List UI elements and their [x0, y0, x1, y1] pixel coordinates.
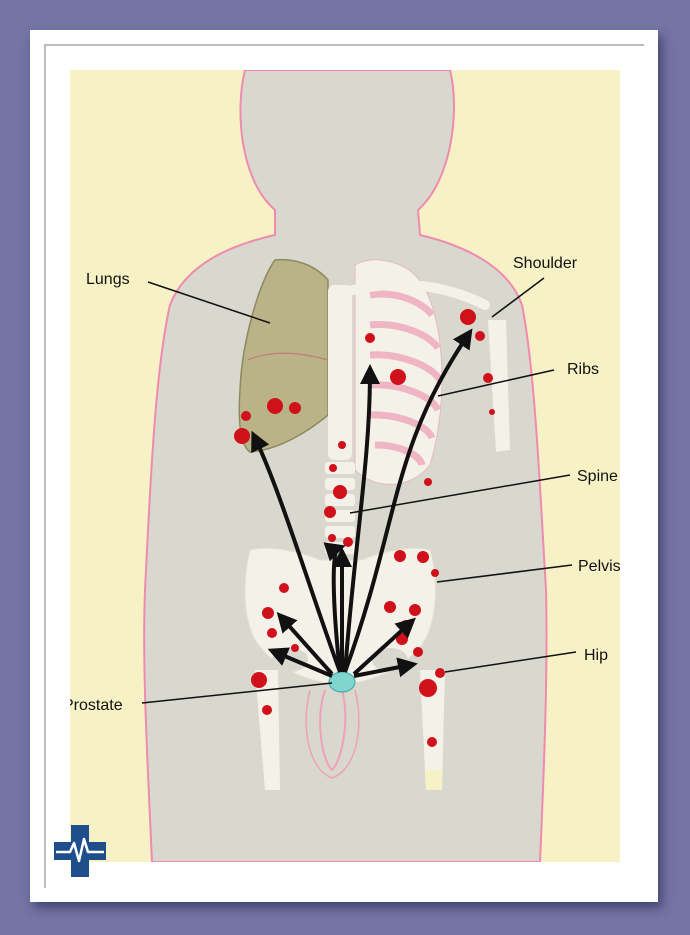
label-hip: Hip — [584, 647, 608, 664]
label-shoulder: Shoulder — [513, 255, 578, 272]
leader-lines — [141, 277, 577, 704]
card-frame — [44, 44, 644, 888]
femurs — [255, 670, 445, 790]
label-ribs: Ribs — [567, 361, 599, 378]
prostate — [328, 671, 356, 693]
label-prostate: Prostate — [70, 697, 123, 714]
metastasis-diagram: Lungs Shoulder Ribs Spine Pelvis Hip Pro… — [70, 70, 620, 862]
label-pelvis: Pelvis — [578, 558, 620, 575]
diagram-panel: Lungs Shoulder Ribs Spine Pelvis Hip Pro… — [70, 70, 620, 862]
label-spine: Spine — [577, 468, 618, 485]
medical-cross-heartbeat-icon — [54, 825, 106, 877]
lung — [238, 258, 329, 453]
spread-arrows — [251, 328, 473, 678]
shoulder-bones — [340, 279, 510, 452]
label-lungs: Lungs — [86, 271, 130, 288]
metastasis-spots — [234, 309, 495, 747]
urinary-tract — [305, 689, 360, 779]
